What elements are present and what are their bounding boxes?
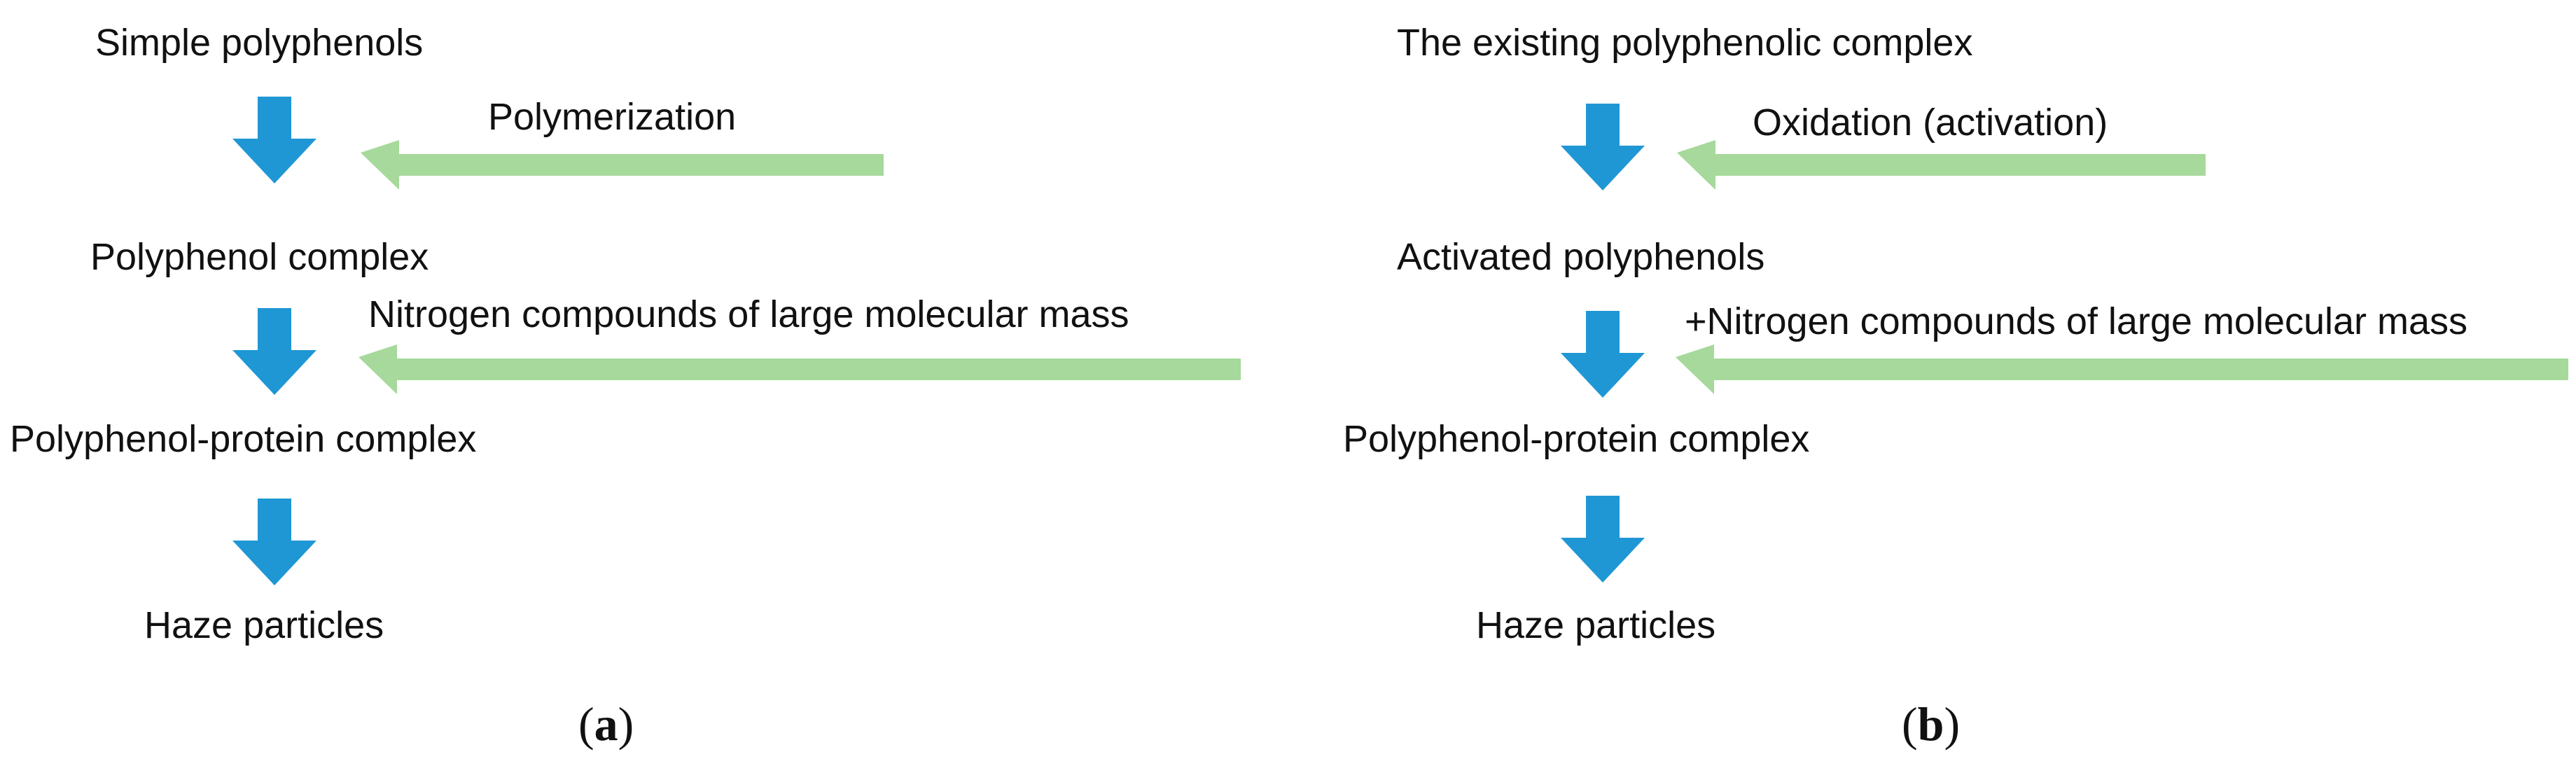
step-haze-particles-b: Haze particles <box>1476 604 1716 646</box>
step-polyphenol-protein-complex-a: Polyphenol-protein complex <box>10 418 477 460</box>
down-arrow-b-1 <box>1561 104 1645 190</box>
side-arrow-a-1 <box>361 140 884 190</box>
step-activated-polyphenols: Activated polyphenols <box>1397 236 1765 278</box>
step-existing-polyphenolic-complex: The existing polyphenolic complex <box>1397 22 1973 64</box>
step-haze-particles-a: Haze particles <box>144 604 384 646</box>
caption-a: (a) <box>578 700 634 748</box>
caption-b-close: ) <box>1944 697 1961 751</box>
caption-b-open: ( <box>1902 697 1918 751</box>
down-arrow-a-3 <box>232 499 316 585</box>
input-oxidation: Oxidation (activation) <box>1753 102 2108 144</box>
side-arrow-a-2 <box>358 344 1241 394</box>
input-polymerization: Polymerization <box>488 96 737 138</box>
side-arrow-b-1 <box>1677 140 2206 190</box>
down-arrow-a-1 <box>232 97 316 183</box>
input-nitrogen-compounds-a: Nitrogen compounds of large molecular ma… <box>368 293 1129 335</box>
input-nitrogen-compounds-b: +Nitrogen compounds of large molecular m… <box>1685 300 2468 342</box>
caption-a-letter: a <box>594 697 618 751</box>
down-arrow-b-2 <box>1561 311 1645 398</box>
down-arrow-a-2 <box>232 308 316 395</box>
caption-b: (b) <box>1902 700 1960 748</box>
caption-a-close: ) <box>618 697 634 751</box>
step-polyphenol-complex: Polyphenol complex <box>90 236 429 278</box>
step-simple-polyphenols: Simple polyphenols <box>95 22 424 64</box>
caption-b-letter: b <box>1917 697 1944 751</box>
caption-a-open: ( <box>578 697 594 751</box>
side-arrow-b-2 <box>1676 344 2568 394</box>
down-arrow-b-3 <box>1561 496 1645 583</box>
step-polyphenol-protein-complex-b: Polyphenol-protein complex <box>1343 418 1810 460</box>
